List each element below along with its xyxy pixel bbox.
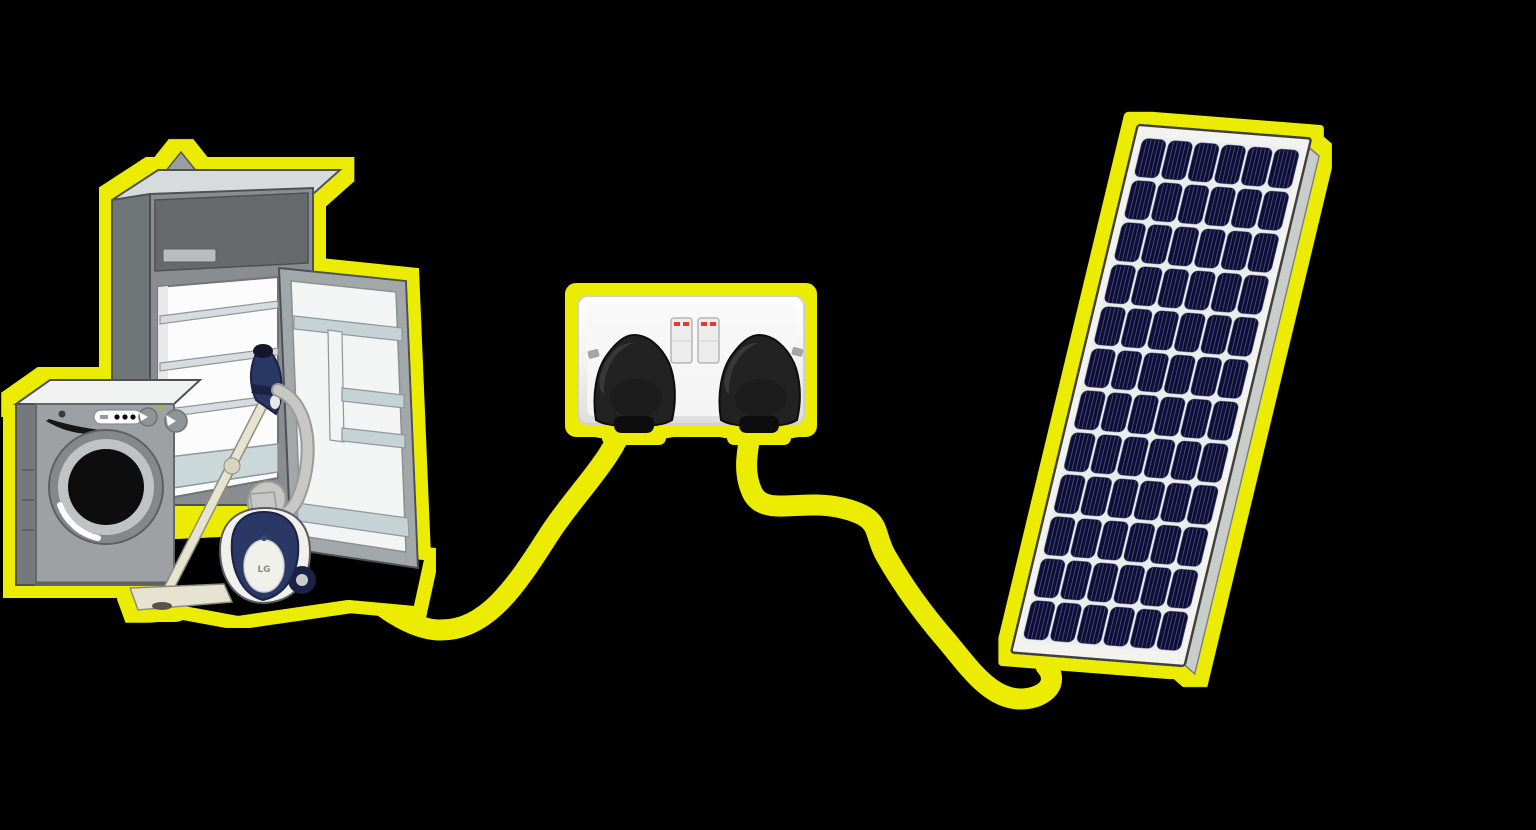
fridge-shelf	[159, 300, 279, 325]
switch-indicator	[683, 322, 689, 326]
freezer-handle	[162, 248, 217, 263]
socket-switch[interactable]	[697, 317, 720, 364]
washer-top	[12, 379, 203, 405]
washer-power-led	[58, 410, 66, 418]
plug-cable-boot	[739, 416, 779, 433]
vacuum-cleaner: LG	[128, 344, 316, 611]
washer-door	[48, 429, 164, 545]
appliances-group: LG	[12, 150, 424, 616]
cable-socket-to-solar-panel	[736, 407, 1062, 710]
head-wheel	[152, 602, 172, 610]
panel-cells	[1021, 136, 1302, 653]
fridge-shelf	[159, 347, 279, 372]
plug-pin	[587, 349, 600, 359]
plug-face	[735, 379, 787, 417]
display-dot	[122, 414, 128, 420]
door-rack	[341, 387, 405, 409]
door-rack	[293, 315, 403, 342]
handle-button	[270, 395, 280, 409]
washer-glass	[68, 449, 144, 525]
solar-panel-group	[1010, 123, 1320, 676]
washing-machine	[12, 379, 203, 586]
vacuum-wheel-hub	[296, 574, 308, 586]
switch-indicator	[701, 322, 707, 326]
display-dash	[100, 415, 108, 419]
switch-indicator	[710, 322, 716, 326]
knob-pointer	[139, 412, 148, 421]
washer-side-panel	[15, 400, 37, 586]
fridge-door-open	[277, 266, 420, 570]
vacuum-dot	[261, 535, 267, 541]
plug-face	[610, 379, 662, 417]
wand-joint	[223, 457, 241, 475]
washer-side-slats	[22, 469, 34, 531]
plug-pin	[791, 347, 804, 357]
handle-grip	[253, 344, 273, 358]
door-bottom-rack	[296, 502, 410, 538]
display-dot	[114, 414, 120, 420]
socket-switch[interactable]	[670, 317, 693, 364]
switch-indicator	[674, 322, 680, 326]
vacuum-wand	[164, 402, 266, 594]
plug-highlight	[599, 342, 633, 394]
display-dot	[130, 414, 136, 420]
plug-right	[718, 333, 804, 433]
knob-pointer	[166, 415, 176, 426]
door-rack	[341, 427, 406, 449]
cable-socket-to-appliances	[307, 404, 639, 641]
wall-socket-group	[577, 295, 805, 433]
plug-cable-boot	[614, 416, 654, 433]
door-highlight	[57, 502, 101, 541]
plug-left	[587, 333, 676, 433]
fridge-door-face	[290, 280, 407, 553]
door-strut	[327, 329, 345, 443]
washer-green-light	[157, 405, 163, 411]
vacuum-brand-label: LG	[257, 565, 270, 575]
plug-highlight	[724, 342, 758, 394]
